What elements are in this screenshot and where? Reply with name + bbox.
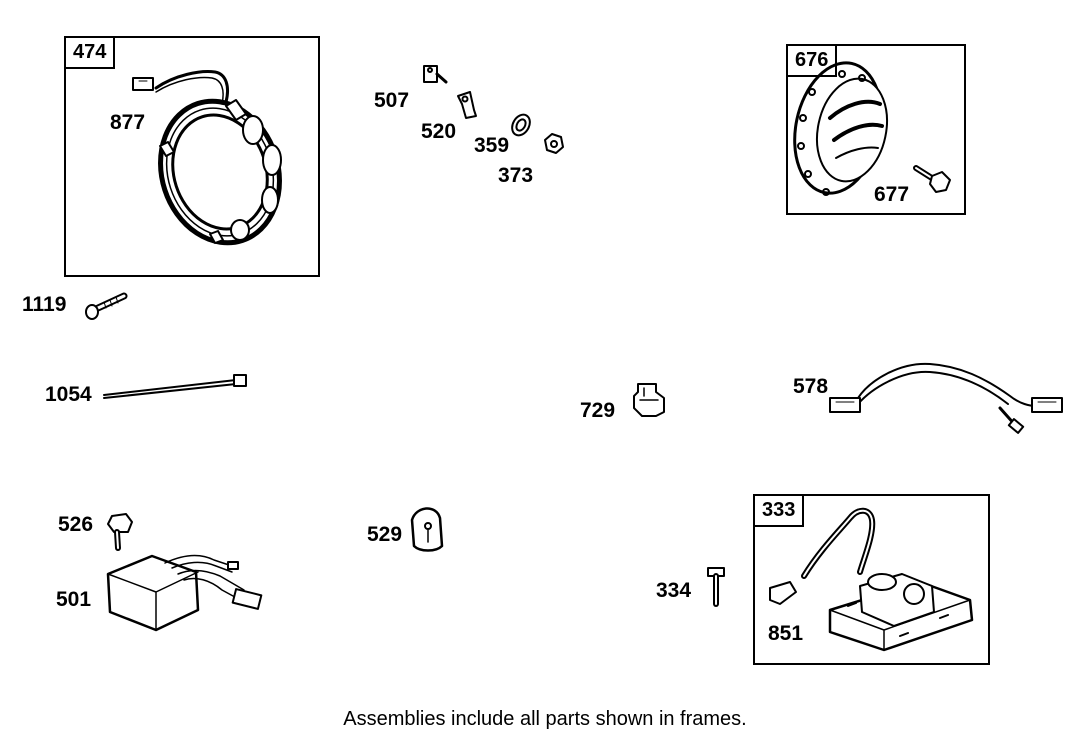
part-label-373: 373 xyxy=(498,164,534,187)
grommet-part-529 xyxy=(410,507,444,552)
part-label-1119: 1119 xyxy=(22,293,67,316)
harness-part-578 xyxy=(829,362,1063,434)
frame-tag-676: 676 xyxy=(786,44,838,77)
frame-assembly-333: 333 xyxy=(753,494,990,665)
part-label-529: 529 xyxy=(367,523,403,546)
screw-part-526 xyxy=(107,513,133,551)
frame-assembly-676: 676 xyxy=(786,44,966,215)
frame-assembly-474: 474 xyxy=(64,36,320,277)
part-label-1054: 1054 xyxy=(45,383,92,406)
part-label-729: 729 xyxy=(580,399,616,422)
screw-part-1119 xyxy=(85,292,128,320)
ignition-coil-part xyxy=(769,507,974,652)
part-label-359: 359 xyxy=(474,134,510,157)
screw-part-334 xyxy=(707,567,725,607)
part-label-334: 334 xyxy=(656,579,692,602)
flywheel-screen-part xyxy=(793,61,888,196)
terminal-part-507 xyxy=(423,65,448,84)
part-label-520: 520 xyxy=(421,120,457,143)
part-label-578: 578 xyxy=(793,375,829,398)
part-label-677: 677 xyxy=(874,183,910,206)
part-label-851: 851 xyxy=(768,622,804,645)
part-label-526: 526 xyxy=(58,513,94,536)
frame-tag-474: 474 xyxy=(64,36,116,69)
screw-part-677 xyxy=(913,165,951,193)
part-label-501: 501 xyxy=(56,588,92,611)
washer-part-359 xyxy=(511,113,531,137)
cable-tie-part-1054 xyxy=(103,374,247,399)
clip-part-729 xyxy=(633,383,665,417)
part-label-877: 877 xyxy=(110,111,146,134)
part-label-507: 507 xyxy=(374,89,410,112)
stator-part xyxy=(132,70,282,246)
bracket-part-520 xyxy=(457,91,477,119)
nut-part-373 xyxy=(544,133,564,154)
rectifier-part-501 xyxy=(106,554,263,632)
frame-tag-333: 333 xyxy=(753,494,805,527)
diagram-caption: Assemblies include all parts shown in fr… xyxy=(343,708,747,730)
